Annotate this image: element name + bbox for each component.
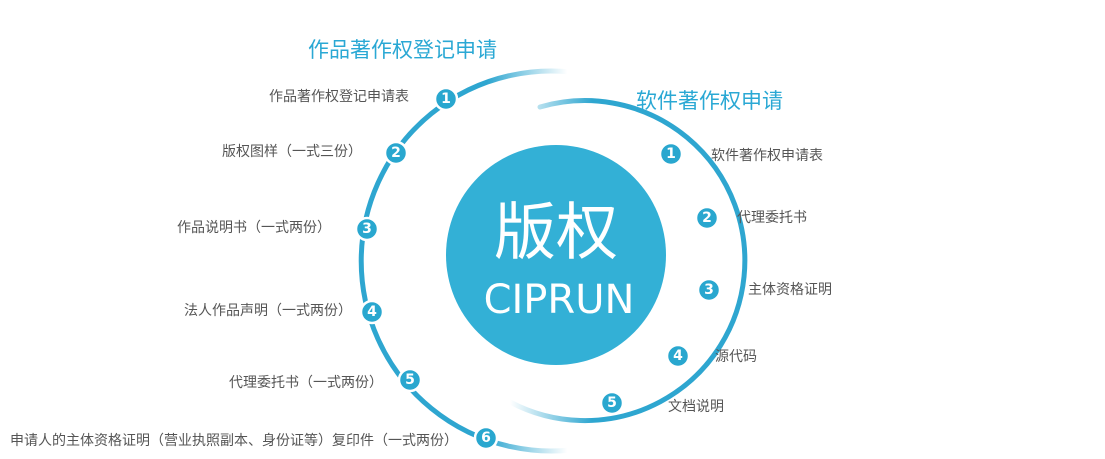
artwork-item-2-label: 版权图样（一式三份） bbox=[222, 144, 362, 160]
artwork-heading: 作品著作权登记申请 bbox=[308, 38, 497, 62]
artwork-step-2: 2 bbox=[383, 140, 409, 166]
software-item-2-label: 代理委托书 bbox=[737, 210, 807, 226]
software-item-3-label: 主体资格证明 bbox=[748, 282, 832, 298]
artwork-item-3-label: 作品说明书（一式两份） bbox=[177, 220, 331, 236]
software-item-1-label: 软件著作权申请表 bbox=[711, 148, 823, 164]
artwork-item-6-label: 申请人的主体资格证明（营业执照副本、身份证等）复印件（一式两份） bbox=[10, 432, 458, 449]
artwork-step-1: 1 bbox=[433, 86, 459, 112]
svg-text:1: 1 bbox=[666, 146, 676, 162]
artwork-step-3: 3 bbox=[354, 216, 380, 242]
artwork-item-1-label: 作品著作权登记申请表 bbox=[269, 89, 409, 105]
inner-ring bbox=[507, 98, 748, 424]
software-step-3: 3 bbox=[696, 277, 722, 303]
svg-text:1: 1 bbox=[441, 91, 451, 107]
software-step-1: 1 bbox=[658, 141, 684, 167]
software-heading: 软件著作权申请 bbox=[636, 89, 783, 113]
svg-text:5: 5 bbox=[607, 395, 617, 411]
software-step-5: 5 bbox=[599, 390, 625, 416]
software-item-5-label: 文档说明 bbox=[668, 399, 724, 415]
center-subtitle: CIPRUN bbox=[484, 277, 635, 323]
svg-text:6: 6 bbox=[481, 430, 491, 446]
software-step-2: 2 bbox=[694, 205, 720, 231]
center-title: 版权 bbox=[494, 196, 618, 269]
artwork-item-4-label: 法人作品声明（一式两份） bbox=[184, 303, 352, 319]
software-item-4-label: 源代码 bbox=[715, 349, 757, 365]
svg-text:3: 3 bbox=[704, 282, 714, 298]
svg-text:2: 2 bbox=[391, 145, 401, 161]
svg-text:5: 5 bbox=[405, 372, 415, 388]
artwork-step-4: 4 bbox=[359, 299, 385, 325]
svg-text:4: 4 bbox=[673, 348, 683, 364]
software-step-4: 4 bbox=[665, 343, 691, 369]
artwork-step-6: 6 bbox=[473, 425, 499, 451]
center-circle bbox=[446, 145, 666, 365]
svg-text:4: 4 bbox=[367, 304, 377, 320]
svg-text:3: 3 bbox=[362, 221, 372, 237]
svg-text:2: 2 bbox=[702, 210, 712, 226]
artwork-step-5: 5 bbox=[397, 367, 423, 393]
artwork-item-5-label: 代理委托书（一式两份） bbox=[229, 375, 383, 391]
